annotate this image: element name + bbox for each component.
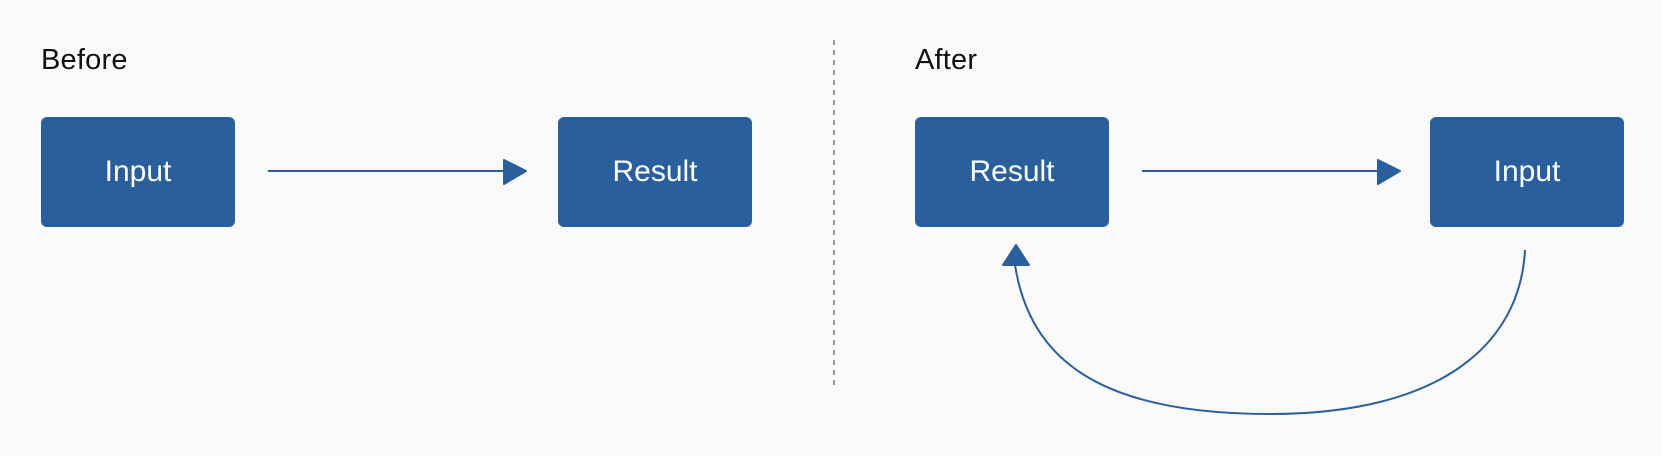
node-label: Input	[104, 155, 172, 188]
feedback-curve	[1014, 249, 1526, 416]
after-arrowhead	[1377, 159, 1401, 185]
after-input-node: Input	[1430, 117, 1624, 227]
after-result-node: Result	[915, 117, 1109, 227]
feedback-arrowhead	[1002, 244, 1030, 266]
node-label: Result	[612, 155, 698, 188]
before-title: Before	[41, 44, 128, 76]
before-input-node: Input	[41, 117, 235, 227]
before-arrowhead	[503, 159, 527, 185]
node-label: Input	[1493, 155, 1561, 188]
after-title: After	[915, 44, 978, 76]
node-label: Result	[969, 155, 1055, 188]
before-result-node: Result	[558, 117, 752, 227]
